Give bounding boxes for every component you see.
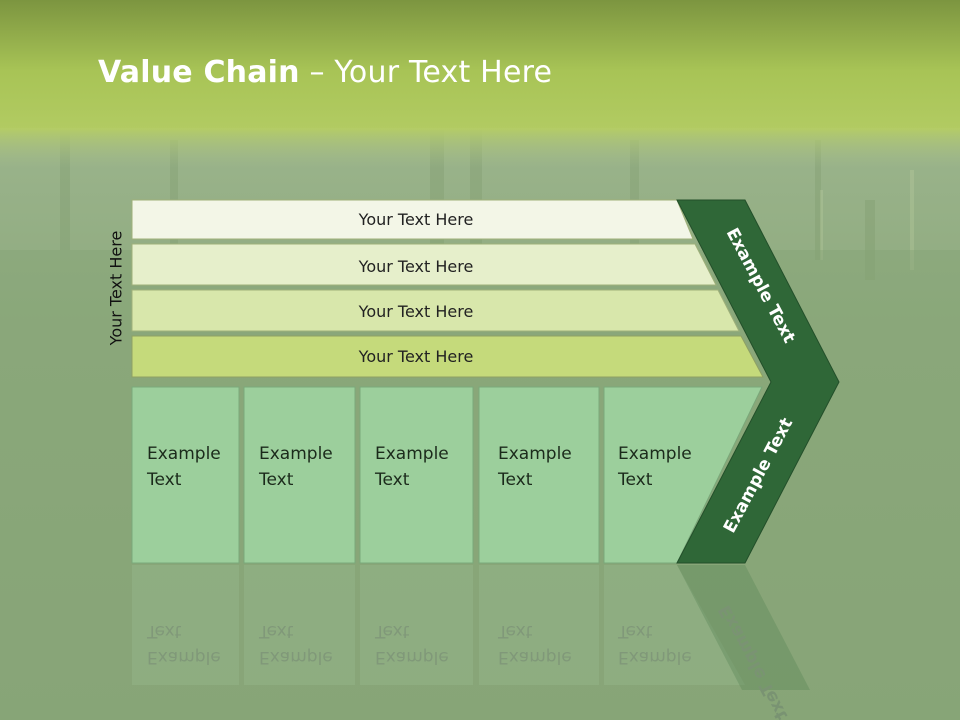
bar-3-label: Your Text Here xyxy=(358,302,474,321)
cell-3-reflection xyxy=(360,565,473,685)
cell-5: Example Text xyxy=(603,386,763,564)
cell-2-reflection-text: Example xyxy=(259,647,333,667)
chevron-reflection xyxy=(677,565,810,690)
cell-2-reflection-text-2: Text xyxy=(258,621,294,641)
title-bold-part: Value Chain xyxy=(98,55,300,90)
bar-4: Your Text Here xyxy=(131,335,764,378)
cell-3-reflection-text: Example xyxy=(375,647,449,667)
cell-2-line-1: Example xyxy=(259,444,333,464)
cell-2: Example Text xyxy=(243,386,356,564)
cell-5-line-1: Example xyxy=(618,444,692,464)
bar-1-label: Your Text Here xyxy=(358,210,474,229)
cell-5-reflection-text-2: Text xyxy=(617,621,653,641)
cell-4-reflection-text: Example xyxy=(498,647,572,667)
cell-3-line-1: Example xyxy=(375,444,449,464)
cell-4-reflection-text-2: Text xyxy=(497,621,533,641)
cell-4-line-1: Example xyxy=(498,444,572,464)
cell-5-reflection xyxy=(604,565,745,685)
title-rest-part: – Your Text Here xyxy=(299,55,553,90)
bar-3: Your Text Here xyxy=(131,289,740,332)
cell-1-reflection-text-2: Text xyxy=(146,621,182,641)
cell-3: Example Text xyxy=(359,386,474,564)
cell-2-reflection xyxy=(244,565,355,685)
bar-4-label: Your Text Here xyxy=(358,347,474,366)
cell-1-line-2: Text xyxy=(146,470,182,490)
slide-title: Value Chain – Your Text Here xyxy=(98,55,552,90)
reflection-group: Example Text Example Text Example Text E… xyxy=(132,565,810,720)
cell-5-line-2: Text xyxy=(617,470,653,490)
bar-1: Your Text Here xyxy=(131,199,694,240)
cell-4-line-2: Text xyxy=(497,470,533,490)
bar-2: Your Text Here xyxy=(131,243,717,286)
cell-1-reflection-text: Example xyxy=(147,647,221,667)
cell-1-reflection xyxy=(132,565,239,685)
cell-5-reflection-text: Example xyxy=(618,647,692,667)
cell-3-line-2: Text xyxy=(374,470,410,490)
cell-2-line-2: Text xyxy=(258,470,294,490)
cell-3-reflection-text-2: Text xyxy=(374,621,410,641)
cell-1-line-1: Example xyxy=(147,444,221,464)
cell-4-reflection xyxy=(479,565,599,685)
bar-2-label: Your Text Here xyxy=(358,257,474,276)
cell-4: Example Text xyxy=(478,386,600,564)
cell-1: Example Text xyxy=(131,386,240,564)
